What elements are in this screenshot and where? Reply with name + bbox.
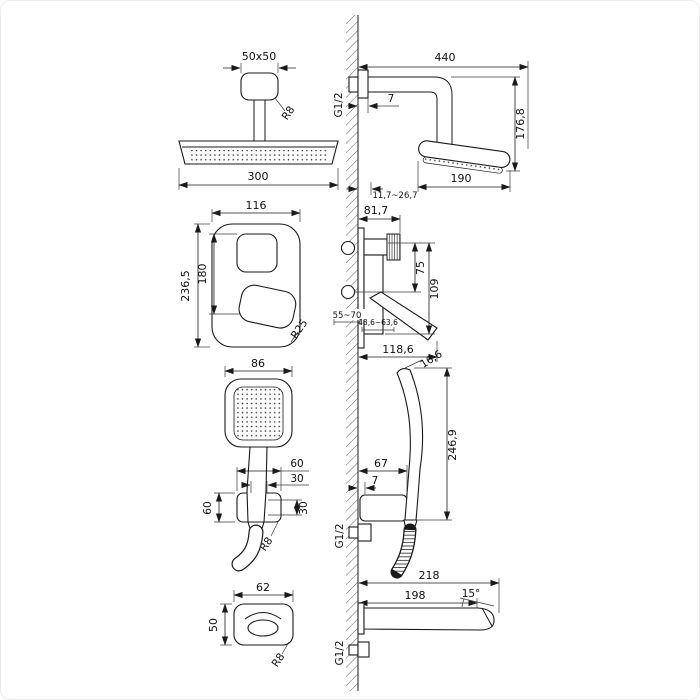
- dim-bracket-width: 60: [236, 458, 309, 491]
- label-tip-angle: 15°: [462, 588, 481, 600]
- dim-slot-height: 30: [268, 499, 310, 516]
- label-spout-width: 62: [256, 581, 270, 594]
- spout-escutcheon: [357, 602, 365, 635]
- label-body-reach: 198: [405, 589, 426, 602]
- dim-port-offset: 75: [355, 242, 435, 293]
- label-body-height: 109: [428, 279, 441, 300]
- dim-spout-width: 62: [233, 581, 294, 602]
- dim-spout-height: 50: [207, 603, 232, 646]
- label-slot-width: 30: [290, 473, 303, 485]
- label-escutcheon-depth: 7: [388, 93, 395, 105]
- label-bracket-height: 60: [202, 501, 214, 514]
- dim-body-height: 109: [385, 242, 441, 335]
- shower-head-front: [178, 140, 339, 165]
- label-head-depth: 190: [451, 172, 472, 185]
- label-drop-height: 176,8: [514, 108, 527, 140]
- label-lever-reach: 118,6: [382, 343, 414, 356]
- label-slot-height: 30: [298, 501, 310, 514]
- label-body-depth: 81,7: [364, 204, 389, 217]
- label-depth-range-2: 48,6~63,6: [358, 318, 398, 327]
- view-spout-front: 62 50 R8: [207, 581, 294, 669]
- spout-wall-fitting: [357, 641, 370, 658]
- arm-escutcheon: [357, 69, 369, 99]
- label-handhead-width: 86: [251, 357, 265, 370]
- dim-arm-section: 50x50: [223, 50, 296, 73]
- dim-arm-reach: 440: [358, 51, 529, 149]
- dim-head-depth: 190: [417, 161, 511, 192]
- dim-wall-gap: 11,7~26,7: [347, 182, 417, 201]
- label-wall-gap-range: 11,7~26,7: [373, 191, 418, 201]
- label-arm-reach: 440: [435, 51, 456, 64]
- supply-port-top: [340, 240, 356, 256]
- view-mixer-side: 81,7 75 109 55~70 48,6~63,6: [329, 204, 441, 362]
- dim-body-depth: 81,7: [358, 204, 401, 233]
- view-spout-side: 218 198 15° G1/2: [334, 569, 500, 666]
- arm-flange: [240, 72, 279, 101]
- cartridge: [363, 238, 388, 256]
- dim-depth-range-2: 48,6~63,6: [358, 318, 398, 332]
- dim-bracket-height: 60: [202, 492, 235, 523]
- handshower-hose-front: [231, 521, 265, 572]
- dim-plate-height: 236,5: [179, 223, 210, 348]
- spray-face: [191, 150, 327, 161]
- wall-section: [346, 15, 359, 691]
- dim-slot-width: 30: [241, 473, 309, 493]
- shower-arm-side: [368, 76, 453, 151]
- dim-plate-width: 116: [211, 199, 301, 222]
- spout-tip-cut: [481, 607, 493, 627]
- dim-total-length: 246,9: [414, 367, 459, 521]
- label-depth-range-1: 55~70: [333, 311, 362, 321]
- handshower-spray-face: [233, 386, 284, 441]
- dim-escutcheon-depth: 7: [348, 93, 399, 113]
- shower-head-side: [418, 140, 511, 174]
- shower-arm-front: [253, 100, 266, 141]
- dim-bracket-reach: 67: [358, 457, 408, 493]
- wall-thread-stub-hose: [348, 526, 359, 539]
- dim-body-reach: 198: [358, 589, 478, 611]
- label-hose-thread: G1/2: [334, 523, 346, 548]
- label-total-reach: 218: [419, 569, 440, 582]
- hose-ribbed: [390, 519, 418, 579]
- wall-bracket-side: [359, 494, 408, 522]
- spout-opening: [244, 612, 282, 637]
- label-wall-thread: G1/2: [333, 92, 345, 117]
- view-overhead-side: 440 G1/2 7 176,8 190: [333, 51, 529, 201]
- wall-hatch: [346, 15, 358, 691]
- hose-wall-fitting: [357, 523, 372, 542]
- label-head-width: 300: [248, 170, 269, 183]
- dim-lever-reach: 118,6: [358, 341, 438, 362]
- wall-thread-stub-spout: [348, 644, 359, 656]
- view-overhead-front: 50x50 R8 300: [178, 50, 339, 190]
- label-spout-height: 50: [207, 618, 220, 632]
- view-mixer-front: 116 180 236,5 R25: [179, 199, 310, 348]
- handle-knob: [386, 233, 401, 261]
- label-bracket-width: 60: [290, 458, 303, 470]
- dim-head-width: 300: [178, 168, 339, 190]
- dim-handhead-width: 86: [224, 357, 293, 377]
- dim-depth-range-1: 55~70: [329, 309, 367, 325]
- diverter-button: [236, 233, 278, 273]
- label-total-length: 246,9: [446, 429, 459, 461]
- label-port-offset: 75: [414, 261, 427, 275]
- label-plate-height: 236,5: [179, 270, 192, 302]
- label-arm-section: 50x50: [242, 50, 277, 63]
- view-handshower-front: 86 60 30 60: [202, 357, 310, 572]
- label-wall-offset: 7: [372, 475, 379, 487]
- label-bracket-reach: 67: [374, 457, 388, 470]
- spout-body-side: [363, 607, 495, 631]
- tip-angle-callout: 15°: [459, 588, 495, 608]
- handshower-handle: [246, 446, 268, 523]
- mixer-lever: [238, 284, 297, 329]
- label-spout-thread: G1/2: [334, 640, 346, 665]
- handshower-profile: [396, 367, 424, 521]
- wall-thread-stub: [348, 76, 359, 93]
- dim-total-reach: 218: [358, 569, 500, 613]
- lever-side: [368, 291, 438, 341]
- supply-port-bottom: [340, 284, 356, 300]
- dim-wall-offset: 7: [348, 475, 379, 494]
- dim-drop-height: 176,8: [451, 76, 527, 172]
- label-plate-width: 116: [246, 199, 267, 212]
